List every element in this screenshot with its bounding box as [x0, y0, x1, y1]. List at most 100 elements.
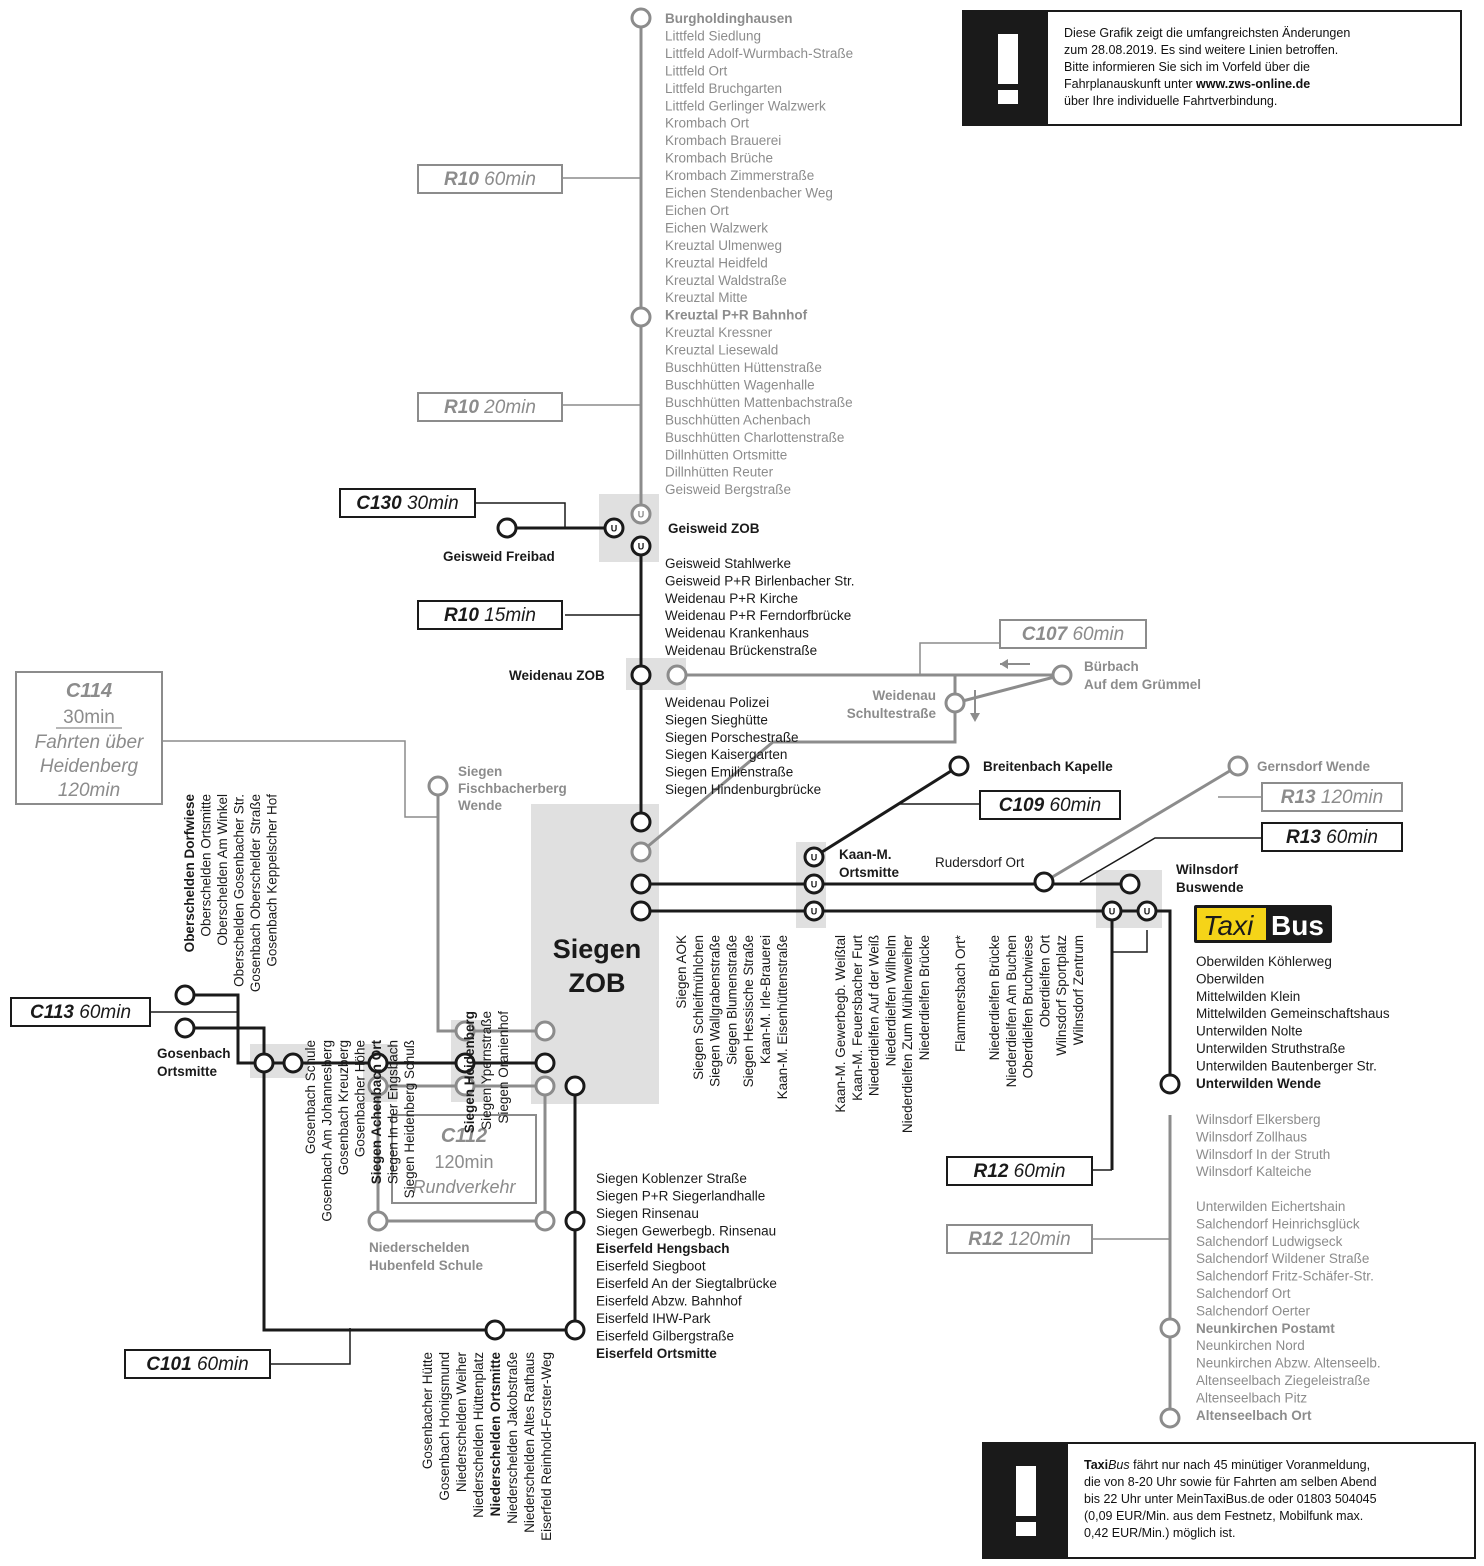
line-label-text: 120min	[58, 780, 120, 801]
stop-label: Dillnhütten Ortsmitte	[665, 447, 787, 462]
stop-label: Weidenau	[872, 688, 936, 703]
notice-line: Bitte informieren Sie sich im Vorfeld üb…	[1064, 60, 1310, 74]
stop-label: Kreuztal Waldstraße	[665, 273, 787, 288]
stop-label: Salchendorf Fritz-Schäfer-Str.	[1196, 1269, 1374, 1284]
stop-label: Kaan-M.	[839, 847, 892, 862]
stop-label: Altenseelbach Ort	[1196, 1408, 1312, 1423]
stop-label: Gernsdorf Wende	[1257, 759, 1371, 774]
stop-label: Niederschelden Weiher	[454, 1351, 469, 1492]
notice-url-link[interactable]: www.zws-online.de	[1195, 77, 1310, 91]
stop-label: Niederschelden	[369, 1240, 470, 1255]
stop-circle	[630, 811, 652, 833]
stop-label: Kreuztal Ulmenweg	[665, 238, 782, 253]
stop-label: Siegen Achenbach Ort	[369, 1039, 384, 1184]
stop-label: Siegen P+R Siegerlandhalle	[596, 1189, 765, 1204]
stop-circle	[666, 664, 688, 686]
stop-label: Rudersdorf Ort	[935, 855, 1025, 870]
stop-circle	[454, 1020, 476, 1042]
stop-label: Weidenau P+R Kirche	[665, 591, 798, 606]
stop-label: Eiserfeld Siegboot	[596, 1259, 706, 1274]
stop-label: Eichen Stendenbacher Weg	[665, 186, 833, 201]
line-label-text: Fahrten über	[35, 732, 144, 753]
stop-circle	[1101, 900, 1123, 922]
stop-label: Niederdielfen Brücke	[917, 935, 932, 1060]
line-label-text: C101 60min	[146, 1354, 248, 1375]
line-label-r10_20: R10 20min	[417, 392, 563, 422]
stop-circle	[630, 841, 652, 863]
line-label-c113: C113 60min	[10, 997, 151, 1027]
stop-label: Gosenbach Oberschelder Straße	[248, 794, 263, 992]
stop-label: Geisweid Bergstraße	[665, 482, 791, 497]
stop-label: Fischbacherberg	[458, 781, 567, 796]
grey-connectors	[162, 177, 1262, 1240]
stop-circle	[564, 1075, 586, 1097]
stop-label: Neunkirchen Nord	[1196, 1338, 1305, 1353]
line-label-text: R13 60min	[1286, 827, 1378, 848]
stop-label: Unterwilden Bautenberger Str.	[1196, 1058, 1377, 1073]
stop-label: Krombach Zimmerstraße	[665, 168, 814, 183]
stop-circle	[803, 873, 825, 895]
stop-label: Siegen Wallgrabenstraße	[708, 935, 723, 1087]
line-label-text: C107 60min	[1022, 624, 1124, 645]
stop-label: Weidenau Brückenstraße	[665, 643, 817, 658]
line-label-r10_60: R10 60min	[417, 164, 563, 194]
stop-label: Salchendorf Oerter	[1196, 1303, 1311, 1318]
stop-circle	[367, 1052, 389, 1074]
stop-label: Wilnsdorf	[1176, 862, 1239, 877]
stop-label: Geisweid P+R Birlenbacher Str.	[665, 573, 854, 588]
stop-label: Siegen Blumenstraße	[724, 935, 739, 1065]
line-label-text: R10 20min	[444, 397, 536, 418]
stop-label: Gosenbacher Hütte	[420, 1352, 435, 1469]
line-label-text: Rundverkehr	[412, 1177, 516, 1197]
stop-label: Breitenbach Kapelle	[983, 759, 1113, 774]
stop-label: Gosenbach Am Johannesberg	[320, 1040, 335, 1222]
stop-circle	[630, 7, 652, 29]
line-label-r13_120: R13 120min	[1261, 782, 1403, 812]
stop-label: Siegen Emilienstraße	[665, 765, 793, 780]
stop-label: Geisweid ZOB	[668, 521, 760, 536]
stop-label: Oberschelden Ortsmitte	[199, 794, 214, 937]
stop-circle	[630, 873, 652, 895]
stop-circle	[603, 517, 625, 539]
stop-circle	[282, 1052, 304, 1074]
stop-label: Eiserfeld An der Siegtalbrücke	[596, 1276, 777, 1291]
stop-circle	[1159, 1317, 1181, 1339]
line-label-r10_15: R10 15min	[417, 600, 563, 630]
stop-label: Siegen	[458, 764, 502, 779]
stop-label: Eiserfeld Reinhold-Forster-Weg	[539, 1352, 554, 1541]
stop-circle	[427, 775, 449, 797]
line-label-text: C112	[441, 1125, 487, 1147]
line-label-text: R12 60min	[974, 1161, 1066, 1182]
stop-circle	[253, 1052, 275, 1074]
stop-label: Krombach Brauerei	[665, 133, 781, 148]
stop-label: Ortsmitte	[157, 1064, 218, 1079]
stop-label: Niederdielfen Auf der Weiß	[867, 935, 882, 1096]
line-label-text: C109 60min	[999, 795, 1101, 816]
stop-circle	[630, 900, 652, 922]
stop-label: Buschhütten Mattenbachstraße	[665, 395, 853, 410]
notice-line-prefix: Fahrplanauskunft unter	[1064, 77, 1196, 91]
stop-circle	[174, 1017, 196, 1039]
line-label-text: C113 60min	[30, 1002, 131, 1023]
line-label-c109: C109 60min	[979, 790, 1121, 820]
stop-circle	[1033, 871, 1055, 893]
stop-label: Weidenau P+R Ferndorfbrücke	[665, 608, 851, 623]
stop-label: Siegen Oranienhof	[496, 1011, 511, 1124]
stop-circle	[630, 535, 652, 557]
stop-label: Kreuztal Kressner	[665, 325, 773, 340]
stop-label: Weidenau Krankenhaus	[665, 626, 809, 641]
stop-label: Eichen Ort	[665, 203, 729, 218]
stop-label: Oberschelden Dorfwiese	[182, 794, 197, 953]
notice-line: (0,09 EUR/Min. aus dem Festnetz, Mobilfu…	[1084, 1509, 1363, 1523]
stop-circle	[803, 900, 825, 922]
stop-label: Siegen Gewerbegb. Rinsenau	[596, 1224, 776, 1239]
stop-label: Wilnsdorf In der Struth	[1196, 1147, 1330, 1162]
notice-line: zum 28.08.2019. Es sind weitere Linien b…	[1064, 43, 1338, 57]
stop-label: Geisweid Freibad	[443, 549, 555, 564]
u-station-icon: U	[811, 907, 818, 917]
hub-label: Siegen	[553, 934, 642, 964]
stop-label: Salchendorf Heinrichsglück	[1196, 1216, 1360, 1231]
stop-label: Eichen Walzwerk	[665, 220, 768, 235]
